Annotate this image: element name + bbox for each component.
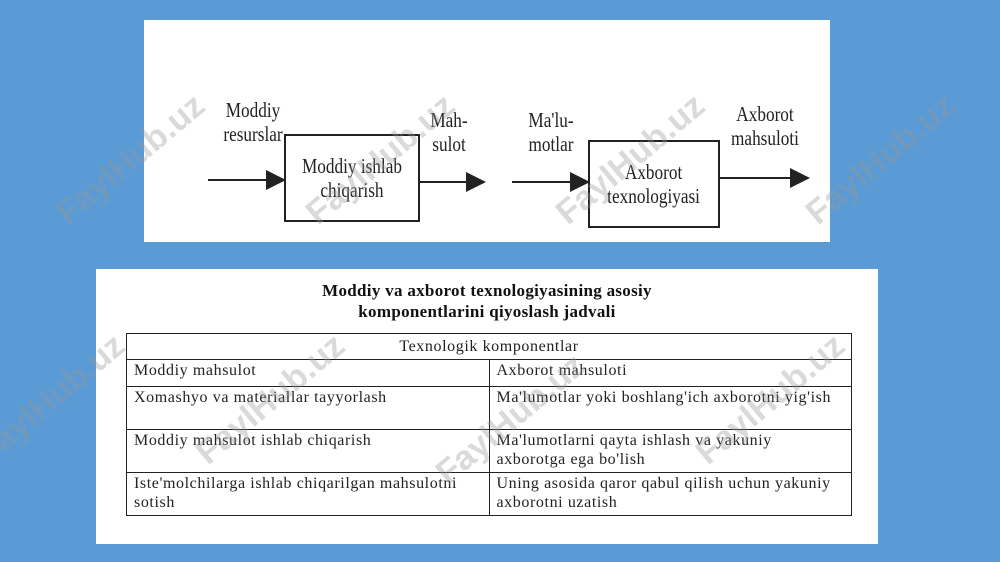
flow-arrows xyxy=(208,168,810,192)
column-information: Axborot mahsuloti xyxy=(488,359,852,387)
table-cell: Uning asosida qaror qabul qilish uchun y… xyxy=(488,472,852,516)
info-output-label: Axborot mahsuloti xyxy=(720,102,810,150)
info-process-label: Axborot texnologiyasi xyxy=(608,160,701,208)
table-cell: Iste'molchilarga ishlab chiqarilgan mahs… xyxy=(126,472,490,516)
info-output-label-line1: Axborot xyxy=(736,102,794,126)
table-title-line2: komponentlarini qiyoslash jadvali xyxy=(358,302,616,321)
table-header: Texnologik komponentlar xyxy=(126,333,852,360)
table-cell: Xomashyo va materiallar tayyorlash xyxy=(126,386,490,430)
material-output-label: Mah- sulot xyxy=(419,108,480,156)
material-process-line2: chiqarish xyxy=(320,178,384,202)
table-row: Xomashyo va materiallar tayyorlash Ma'lu… xyxy=(126,386,852,430)
table-cell: Ma'lumotlar yoki boshlang'ich axborotni … xyxy=(488,386,852,430)
info-input-label: Ma'lu- motlar xyxy=(514,108,588,156)
material-process-line1: Moddiy ishlab xyxy=(302,154,402,178)
table-row: Moddiy mahsulot ishlab chiqarish Ma'lumo… xyxy=(126,429,852,473)
column-material: Moddiy mahsulot xyxy=(126,359,490,387)
info-process-line1: Axborot xyxy=(625,160,683,184)
material-process-label: Moddiy ishlab chiqarish xyxy=(302,154,402,202)
comparison-table: Texnologik komponentlar Moddiy mahsulot … xyxy=(126,333,852,516)
table-header-row: Texnologik komponentlar xyxy=(126,333,852,360)
info-input-label-line2: motlar xyxy=(528,132,574,156)
material-output-label-line2: sulot xyxy=(432,132,466,156)
table-title-line1: Moddiy va axborot texnologiyasining asos… xyxy=(322,281,652,300)
material-input-label: Moddiy resurslar xyxy=(208,98,298,146)
material-output-label-line1: Mah- xyxy=(430,108,468,132)
material-process-box: Moddiy ishlab chiqarish xyxy=(284,134,420,222)
material-input-label-line1: Moddiy xyxy=(225,98,281,122)
material-input-label-line2: resurslar xyxy=(223,122,283,146)
table-row: Iste'molchilarga ishlab chiqarilgan mahs… xyxy=(126,472,852,516)
info-input-label-line1: Ma'lu- xyxy=(528,108,574,132)
comparison-panel: Moddiy va axborot texnologiyasining asos… xyxy=(96,269,878,544)
info-process-line2: texnologiyasi xyxy=(607,184,701,208)
info-process-box: Axborot texnologiyasi xyxy=(588,140,720,228)
flow-diagram: Moddiy resurslar Moddiy ishlab chiqarish… xyxy=(144,20,830,242)
table-columns-row: Moddiy mahsulot Axborot mahsuloti xyxy=(126,359,852,387)
info-output-label-line2: mahsuloti xyxy=(731,126,799,150)
table-cell: Moddiy mahsulot ishlab chiqarish xyxy=(126,429,490,473)
table-cell: Ma'lumotlarni qayta ishlash va yakuniy a… xyxy=(488,429,852,473)
